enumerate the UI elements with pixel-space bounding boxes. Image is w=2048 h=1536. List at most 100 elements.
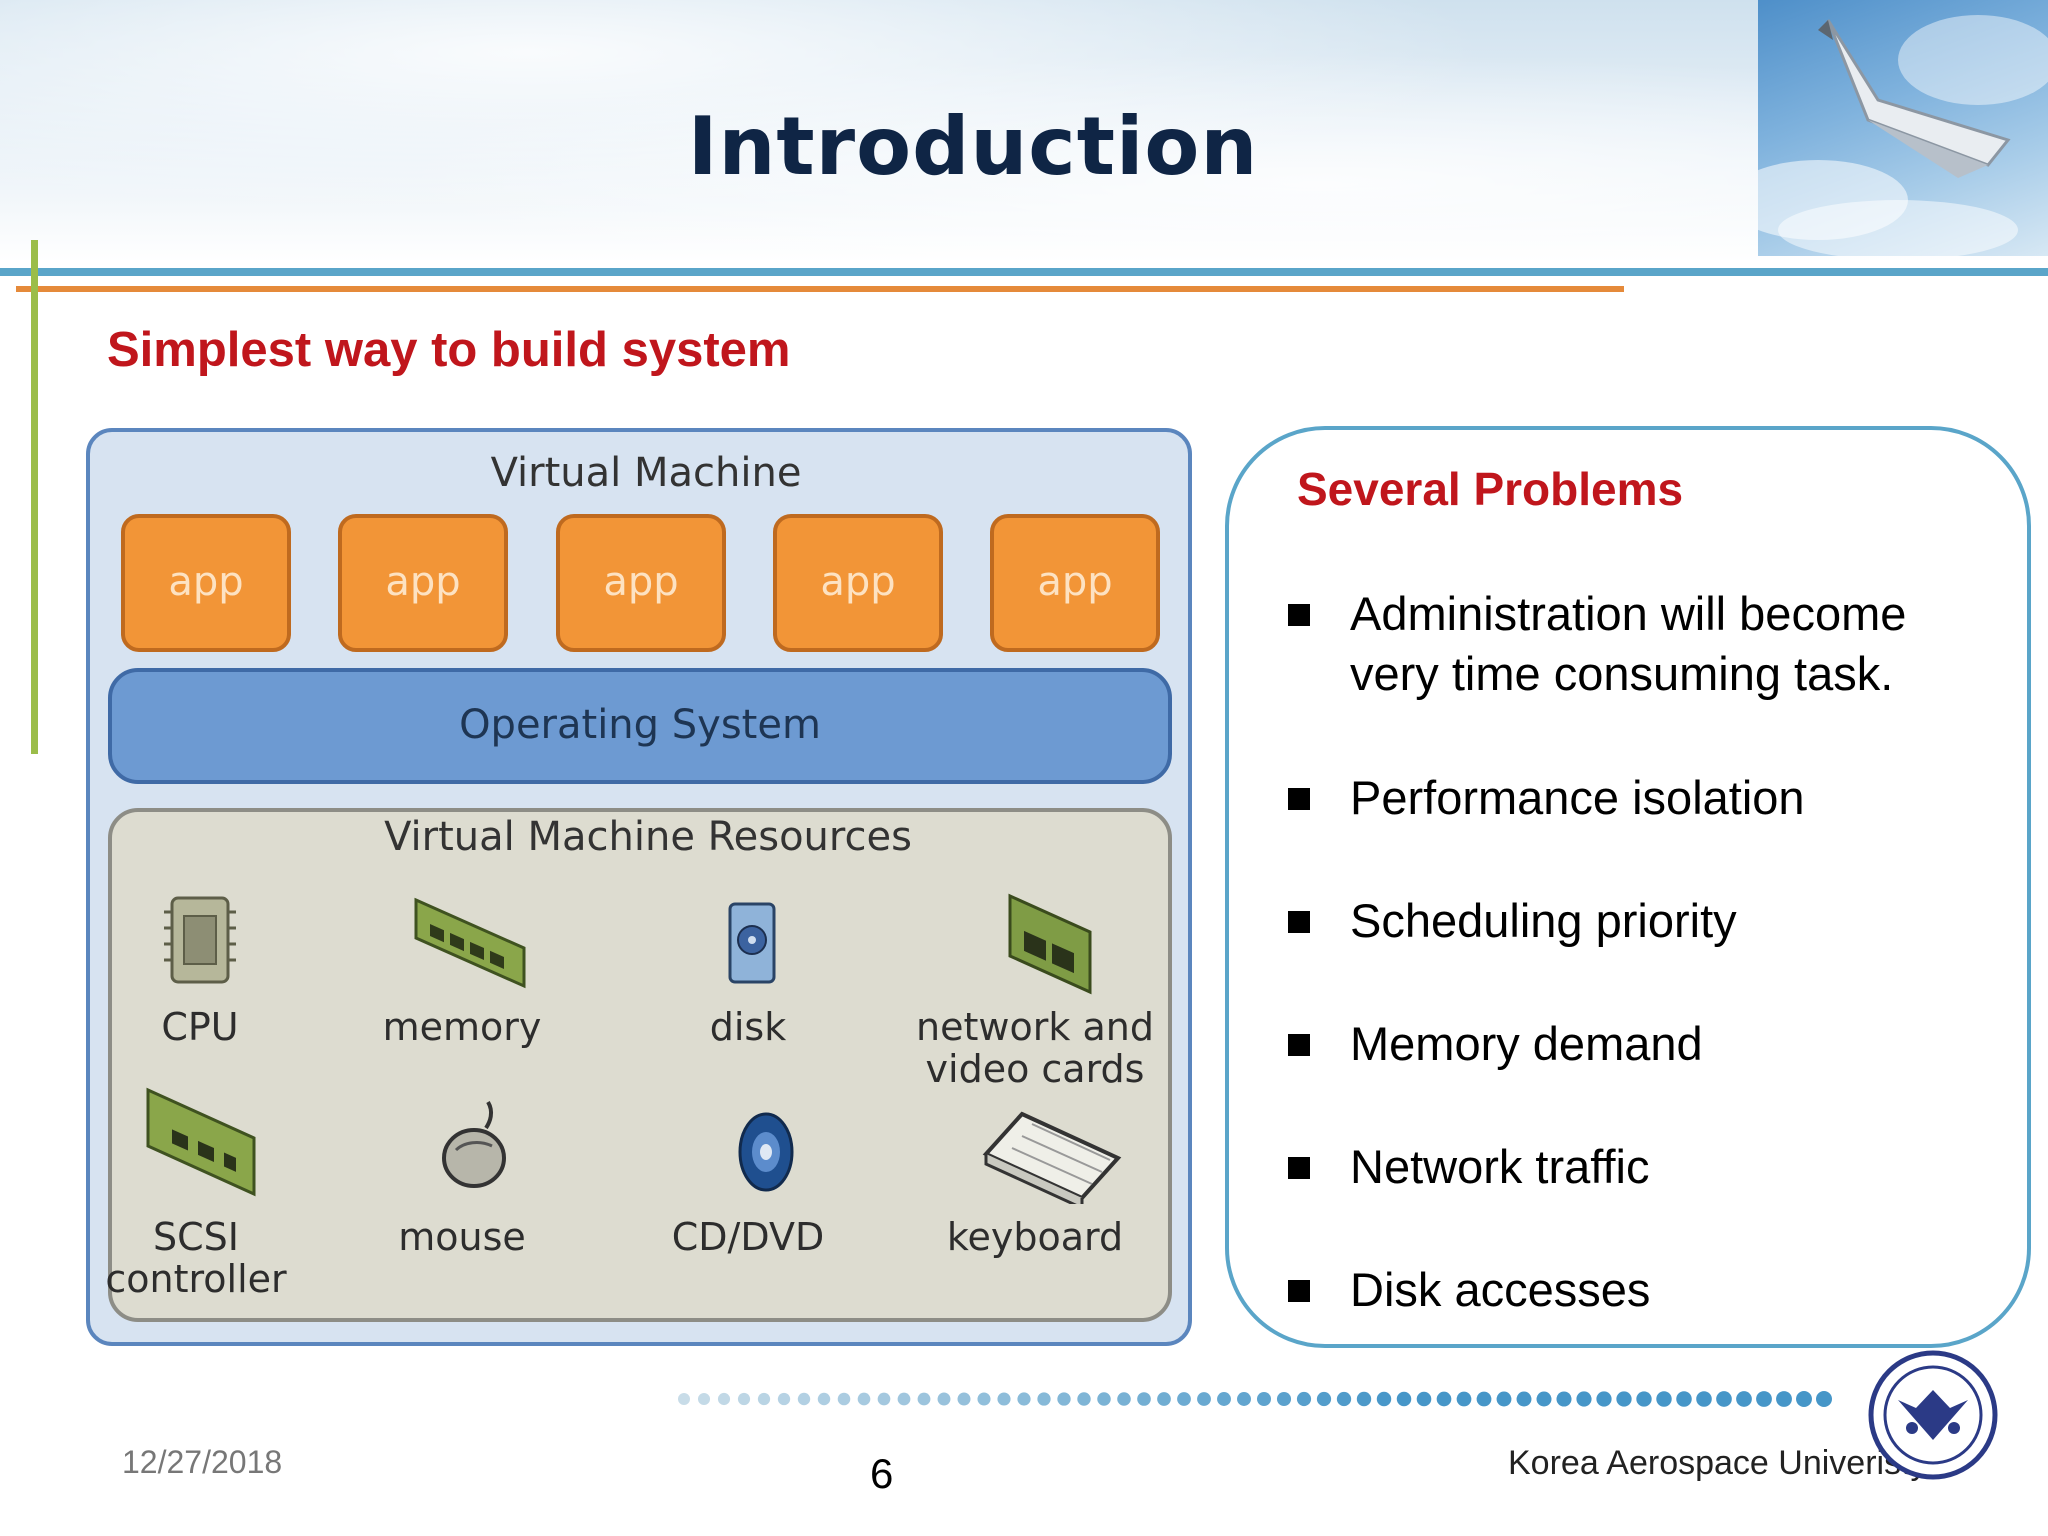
decorative-dot [877,1392,891,1406]
decorative-dot [678,1393,690,1405]
decorative-dot [697,1392,711,1406]
decorative-dot [1097,1392,1111,1406]
page-title: Introduction [687,100,1259,193]
decorative-dot [837,1392,851,1406]
decorative-dot [1776,1391,1792,1407]
decorative-dot [897,1392,911,1406]
decorative-dot [1037,1392,1051,1406]
decorative-dot [1336,1391,1352,1407]
decorative-dot [1656,1391,1672,1407]
mouse-icon [442,1100,506,1188]
decorative-dot [1197,1392,1211,1406]
decorative-dot [997,1392,1011,1406]
decorative-dot [1556,1391,1572,1407]
resource-label-cd-dvd: CD/DVD [671,1215,825,1259]
cpu-icon [164,896,236,984]
app-block: app [338,514,508,652]
resource-label-mouse: mouse [398,1215,526,1259]
decorative-dot [1077,1392,1091,1406]
decorative-dot [1376,1391,1392,1407]
decorative-dot [1157,1392,1171,1406]
vm-resources-label: Virtual Machine Resources [384,814,912,860]
app-block: app [556,514,726,652]
decorative-dot [1696,1391,1712,1407]
decorative-dot [777,1392,791,1406]
decorative-dot [1676,1391,1692,1407]
bullet-square [1288,604,1310,626]
decorative-dot [1117,1392,1131,1406]
decorative-dot [917,1392,931,1406]
decorative-dot [977,1392,991,1406]
decorative-dot [1596,1391,1612,1407]
decorative-dot [797,1392,811,1406]
decorative-dot [1496,1391,1512,1407]
decorative-dot [1017,1392,1031,1406]
decorative-dot [857,1392,871,1406]
decorative-dot [1636,1391,1652,1407]
resource-label-cpu: CPU [161,1005,239,1049]
decorative-dot [1396,1391,1412,1407]
problem-item: Administration will become very time con… [1350,587,1907,700]
decorative-dot [1237,1392,1251,1406]
decorative-dot [1756,1391,1772,1407]
header-rule-orange [16,286,1624,292]
app-block: app [121,514,291,652]
decorative-dot [1716,1391,1732,1407]
header-background [0,0,2048,262]
decorative-dot [1356,1391,1372,1407]
side-rule-green [31,240,38,754]
problems-panel [1225,426,2031,1348]
problem-item: Disk accesses [1350,1263,1651,1316]
university-seal-logo [1868,1350,1998,1480]
memory-icon [414,897,526,989]
problem-item: Performance isolation [1350,771,1805,824]
decorative-dot [1516,1391,1532,1407]
decorative-dot [1256,1391,1272,1407]
resource-label-memory: memory [382,1005,542,1049]
app-block: app [990,514,1160,652]
decorative-dot [1576,1391,1592,1407]
slide-subtitle: Simplest way to build system [107,323,791,377]
virtual-machine-label: Virtual Machine [490,450,802,496]
keyboard-icon [982,1111,1122,1204]
decorative-dot [1456,1391,1472,1407]
vm-resources-box [108,808,1172,1322]
decorative-dot [957,1392,971,1406]
decorative-dot [1796,1391,1812,1407]
page-number: 6 [870,1450,894,1497]
decorative-dot [737,1392,751,1406]
problem-item: Memory demand [1350,1017,1703,1070]
aircraft-photo [1758,0,2048,256]
bullet-square [1288,788,1310,810]
decorative-dot [1296,1391,1312,1407]
decorative-dot [757,1392,771,1406]
resource-label-disk: disk [709,1005,787,1049]
decorative-dot [717,1392,731,1406]
decorative-dot [1416,1391,1432,1407]
decorative-dot [1476,1391,1492,1407]
decorative-dot [1736,1391,1752,1407]
bullet-square [1288,1157,1310,1179]
operating-system-bar: Operating System [108,668,1172,784]
problems-title: Several Problems [1297,463,1684,515]
decorative-dot [1276,1391,1292,1407]
decorative-dot-line [678,1391,1832,1407]
decorative-dot [1536,1391,1552,1407]
bullet-square [1288,1280,1310,1302]
scsi-controller-icon [146,1087,256,1197]
decorative-dot [937,1392,951,1406]
decorative-dot [1616,1391,1632,1407]
bullet-square [1288,1034,1310,1056]
decorative-dot [1177,1392,1191,1406]
decorative-dot [1816,1391,1832,1407]
network-card-icon [1008,893,1092,995]
problem-item: Scheduling priority [1350,894,1737,947]
university-name: Korea Aerospace Univeristy [1508,1444,1928,1482]
decorative-dot [1217,1392,1231,1406]
problem-item: Network traffic [1350,1140,1650,1193]
resource-label-network: network and video cards [916,1005,1154,1091]
decorative-dot [1316,1391,1332,1407]
bullet-square [1288,911,1310,933]
resource-label-keyboard: keyboard [946,1215,1124,1259]
slide-date: 12/27/2018 [122,1444,283,1480]
